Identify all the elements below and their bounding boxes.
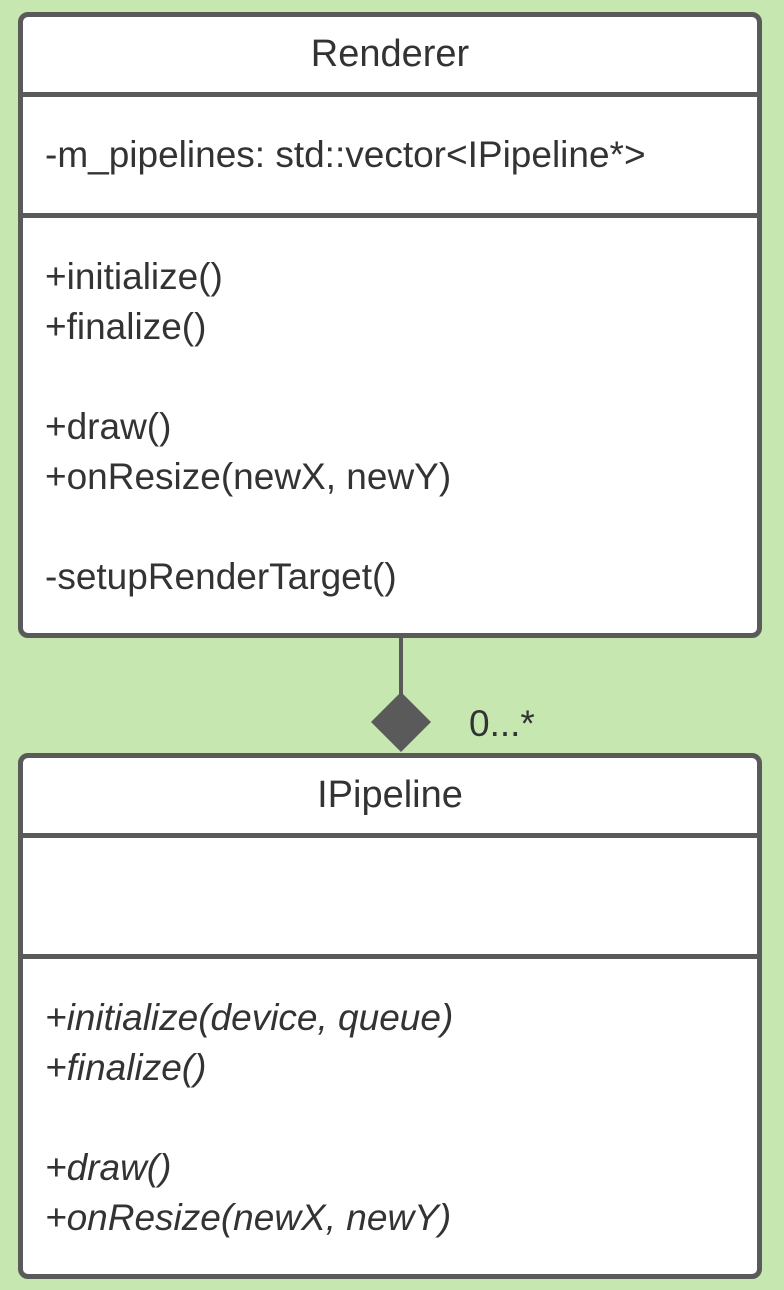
attributes-compartment: -m_pipelines: std::vector<IPipeline*> xyxy=(23,97,757,218)
operation: -setupRenderTarget() xyxy=(45,556,397,597)
operation: +finalize() xyxy=(45,1047,207,1088)
class-name-text: IPipeline xyxy=(317,774,463,816)
operation: +finalize() xyxy=(45,306,207,347)
multiplicity-label: 0...* xyxy=(469,703,535,744)
operations-compartment: +initialize(device, queue) +finalize() +… xyxy=(23,959,757,1274)
attribute: -m_pipelines: std::vector<IPipeline*> xyxy=(45,134,646,175)
class-renderer: Renderer -m_pipelines: std::vector<IPipe… xyxy=(18,12,762,638)
class-name: Renderer xyxy=(23,17,757,97)
operation: +draw() xyxy=(45,406,172,447)
operation: +initialize(device, queue) xyxy=(45,997,454,1038)
class-name: IPipeline xyxy=(23,758,757,838)
operation: +draw() xyxy=(45,1147,172,1188)
operation: +onResize(newX, newY) xyxy=(45,456,452,497)
operations-compartment: +initialize() +finalize() +draw() +onRes… xyxy=(23,218,757,633)
operation: +onResize(newX, newY) xyxy=(45,1197,452,1238)
composition-diamond xyxy=(371,692,431,752)
class-name-text: Renderer xyxy=(310,33,470,75)
operation: +initialize() xyxy=(45,256,223,297)
attributes-compartment xyxy=(23,838,757,959)
class-ipipeline: IPipeline +initialize(device, queue) +fi… xyxy=(18,753,762,1279)
